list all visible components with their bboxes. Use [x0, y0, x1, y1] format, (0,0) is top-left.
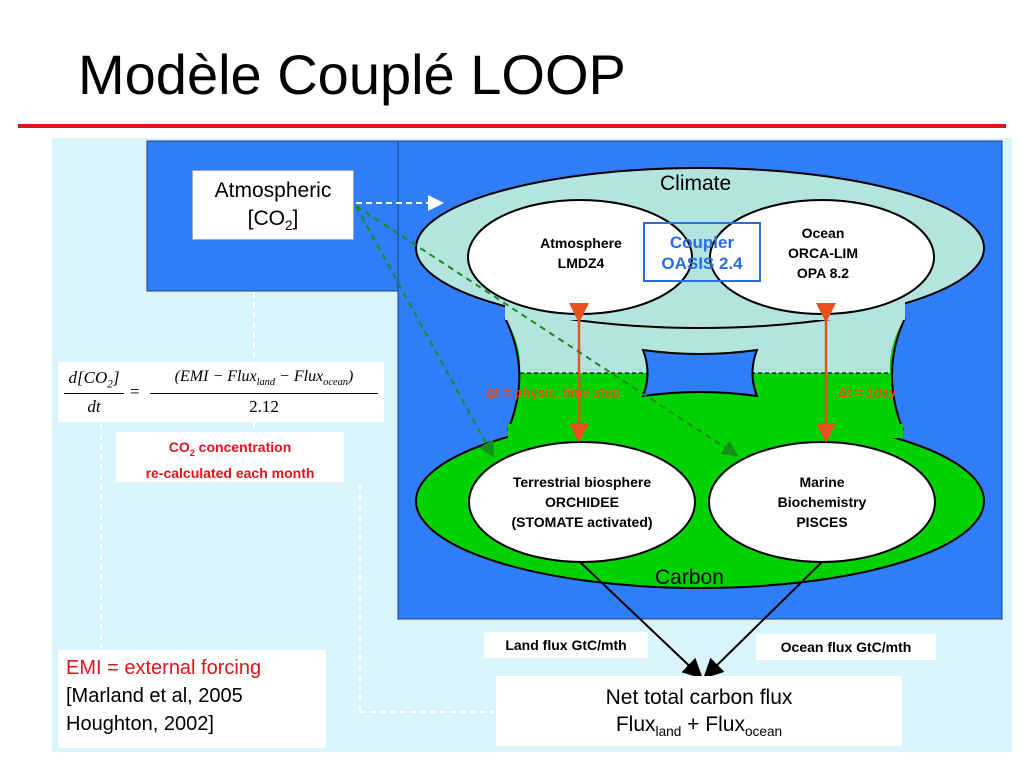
climate-label: Climate	[660, 172, 732, 195]
emi-reference-1: [Marland et al, 2005	[66, 685, 243, 707]
atmospheric-label: Atmospheric	[214, 179, 332, 202]
neck-cover-bottom	[508, 424, 903, 438]
net-carbon-flux-box: Net total carbon flux Fluxland + Fluxoce…	[496, 676, 902, 746]
co2-recalc-note: CO2 concentration re-calculated each mon…	[116, 432, 344, 482]
equation-rhs-denominator: 2.12	[249, 397, 279, 416]
emi-reference-2: Houghton, 2002]	[66, 713, 214, 735]
emi-forcing-box: EMI = external forcing [Marland et al, 2…	[58, 650, 326, 748]
central-window	[641, 348, 759, 398]
co2-note-line2: re-calculated each month	[145, 464, 315, 481]
equation-lhs-bar	[64, 393, 124, 394]
neck-stroke-right	[891, 317, 906, 431]
title-rule	[18, 124, 1006, 128]
ocean-flux-arrow	[703, 561, 823, 679]
equation-rhs-numerator: (EMI − Fluxland − Fluxocean)	[174, 368, 354, 389]
slide-title: Modèle Couplé LOOP	[78, 43, 626, 106]
co2-note-line1: CO2 concentration	[168, 439, 292, 458]
emi-label: EMI = external forcing	[66, 657, 262, 679]
atmosphere-node-label: Atmosphere LMDZ4	[540, 235, 622, 271]
equation-lhs-denominator: dt	[87, 397, 101, 416]
equation-rhs-bar	[150, 393, 378, 394]
co2-equation: d[CO2] dt = (EMI − Fluxland − Fluxocean)…	[58, 362, 384, 422]
coupler-box: Coupler OASIS 2.4	[643, 222, 761, 282]
neck-stroke-left	[504, 317, 521, 431]
carbon-label: Carbon	[655, 566, 724, 589]
land-timestep-label: Δt = physic. time step	[486, 385, 620, 400]
net-flux-formula: Fluxland + Fluxocean	[615, 713, 783, 740]
marine-node-label: Marine Biochemistry PISCES	[777, 474, 867, 530]
terrestrial-node-label: Terrestrial biosphere ORCHIDEE (STOMATE …	[511, 474, 653, 530]
equation-lhs-numerator: d[CO2]	[68, 368, 120, 391]
green-arrow-to-marine	[355, 205, 739, 457]
ocean-timestep-label: Δt = 1day	[838, 385, 897, 400]
land-flux-arrow	[579, 561, 703, 679]
neck-upper-fill	[505, 318, 905, 373]
green-arrow-to-terrestrial	[355, 205, 494, 458]
ocean-flux-label: Ocean flux GtC/mth	[756, 634, 936, 660]
equation-equals: =	[130, 382, 140, 401]
ocean-node-label: Ocean ORCA-LIM OPA 8.2	[788, 225, 858, 281]
atmospheric-co2-box: Atmospheric [CO2]	[192, 170, 354, 240]
co2-label: [CO2]	[247, 207, 299, 234]
land-flux-label: Land flux GtC/mth	[484, 632, 648, 658]
net-flux-title: Net total carbon flux	[605, 686, 793, 709]
